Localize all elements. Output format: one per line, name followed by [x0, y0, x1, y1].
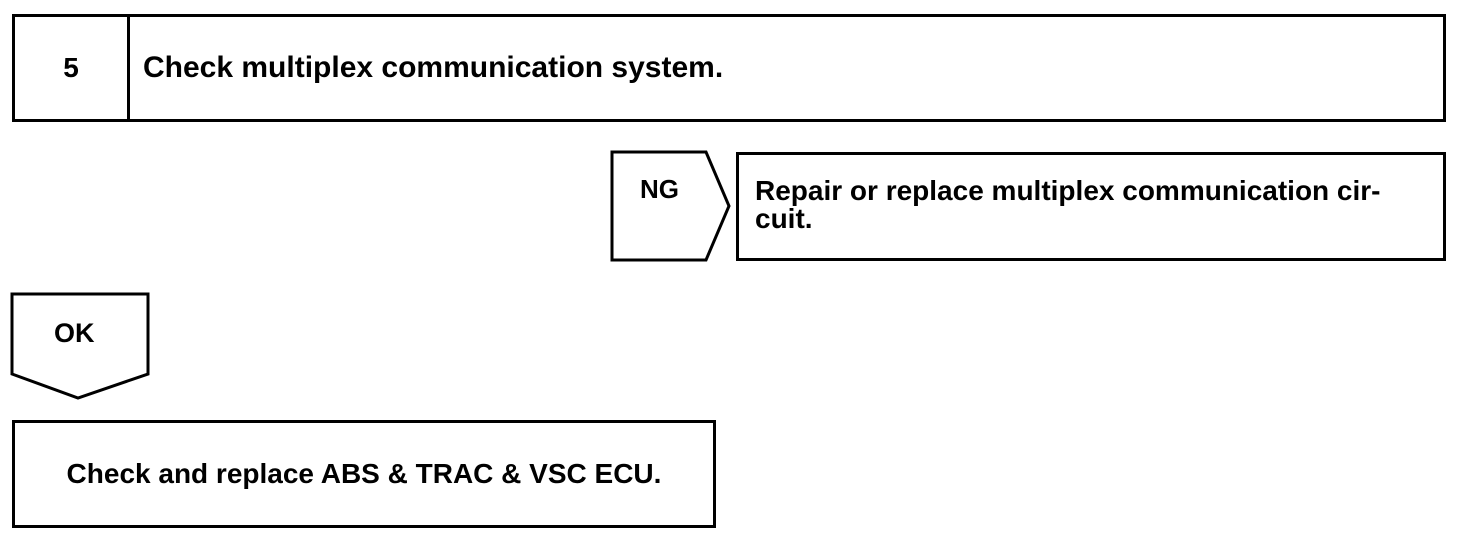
ng-result-box: Repair or replace multiplex communicatio…	[736, 152, 1446, 261]
step-header-box: 5 Check multiplex communication system.	[12, 14, 1446, 122]
final-action-box: Check and replace ABS & TRAC & VSC ECU.	[12, 420, 716, 528]
ok-label: OK	[54, 318, 95, 348]
final-action-text: Check and replace ABS & TRAC & VSC ECU.	[66, 458, 662, 489]
step-divider	[127, 17, 130, 119]
ng-arrow-icon	[610, 150, 731, 262]
step-title: Check multiplex communication system.	[143, 51, 724, 84]
ok-arrow-icon	[10, 292, 150, 400]
ng-result-text: Repair or replace multiplex communicatio…	[755, 175, 1381, 234]
step-number: 5	[63, 52, 79, 83]
ng-label: NG	[640, 174, 679, 204]
